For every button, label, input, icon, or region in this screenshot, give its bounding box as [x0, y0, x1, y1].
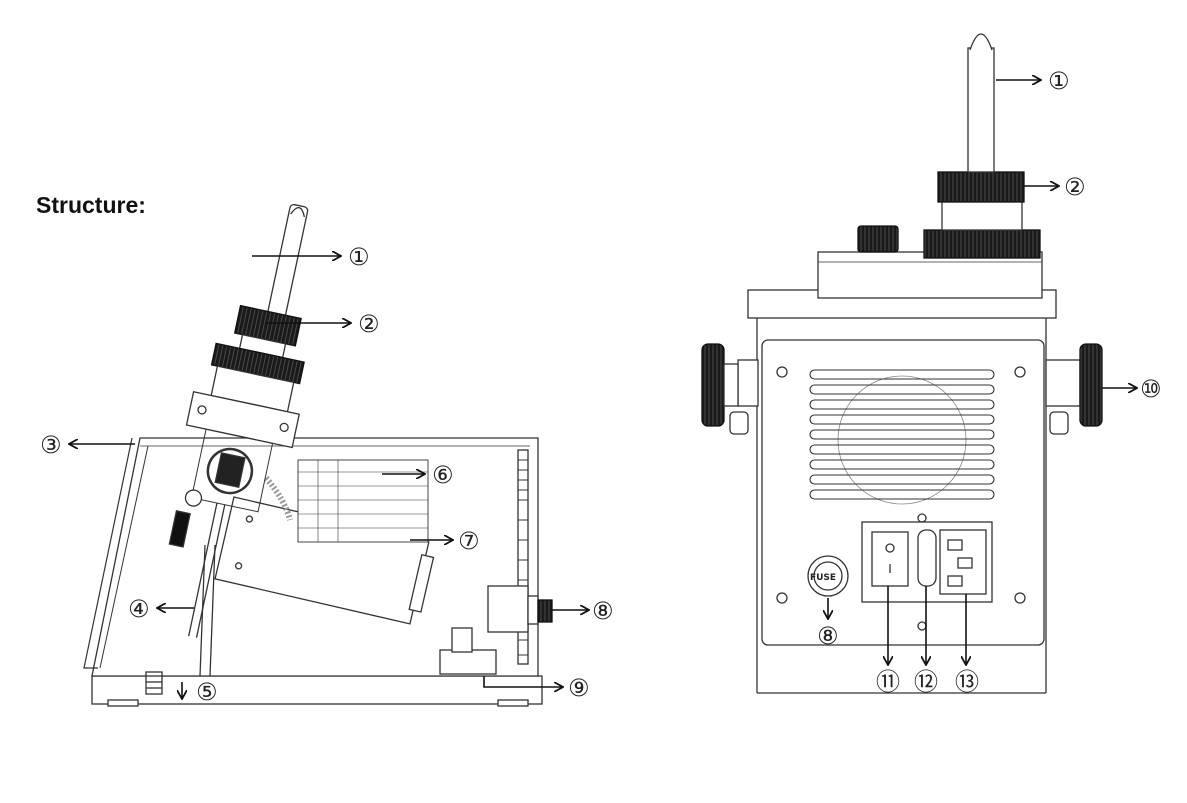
callout-7: ⑦	[458, 527, 480, 555]
rear-callout-lines	[828, 80, 1136, 664]
side-view	[83, 203, 553, 707]
callout-6: ⑥	[432, 461, 454, 489]
fuse-slot	[917, 529, 937, 587]
spindle-assembly	[168, 203, 309, 638]
power-switch	[871, 531, 909, 587]
vent-grille	[809, 369, 995, 500]
callout-12: ⑫	[914, 668, 938, 696]
side-callout-lines	[70, 256, 588, 698]
pcb	[297, 459, 429, 543]
callout-13: ⑬	[955, 668, 979, 696]
callout-2-side: ②	[358, 310, 380, 338]
base-plate	[91, 675, 543, 705]
callout-11: ⑪	[876, 668, 900, 696]
fuse-label: FUSE	[810, 573, 836, 583]
callout-8-side: ⑧	[592, 597, 614, 625]
diagram-title: Structure:	[36, 192, 146, 218]
callout-1-side: ①	[348, 243, 370, 271]
right-knob	[1079, 343, 1103, 427]
callout-10: ⑩	[1140, 375, 1162, 403]
callout-1-rear: ①	[1048, 67, 1070, 95]
spindle-shaft	[967, 47, 995, 173]
locking-ring	[923, 229, 1041, 259]
callout-4: ④	[128, 595, 150, 623]
motor	[214, 496, 435, 625]
callout-2-rear: ②	[1064, 173, 1086, 201]
callout-5: ⑤	[196, 678, 218, 706]
left-knob	[701, 343, 725, 427]
callout-9: ⑨	[568, 674, 590, 702]
callout-8-rear: ⑧	[817, 622, 839, 650]
rear-view	[701, 33, 1103, 694]
switch-mark: I	[888, 562, 892, 576]
callout-3: ③	[40, 431, 62, 459]
chuck-nut	[937, 171, 1025, 203]
